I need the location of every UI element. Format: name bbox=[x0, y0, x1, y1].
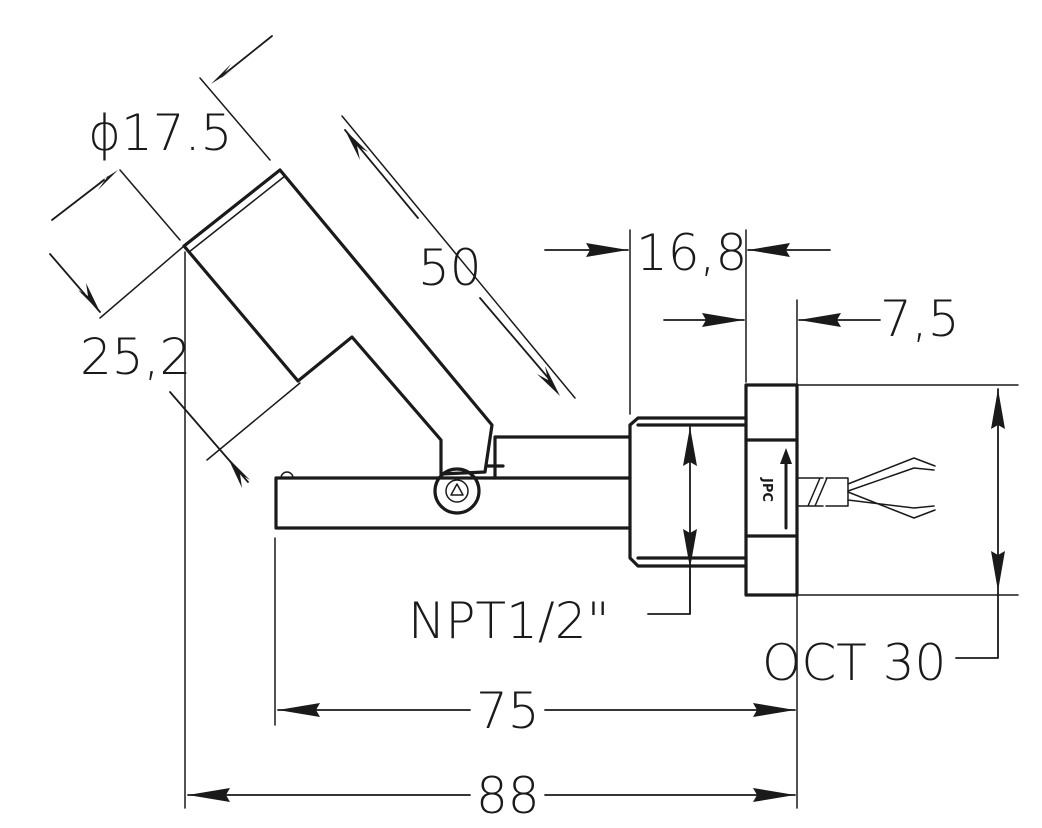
cable-wire-bottom bbox=[847, 491, 936, 519]
dim-diameter bbox=[51, 35, 273, 221]
pivot-marker bbox=[450, 483, 464, 496]
threaded-nut bbox=[628, 416, 748, 568]
dim-thread bbox=[647, 426, 691, 615]
label-hex: OCT 30 bbox=[762, 634, 946, 692]
cable bbox=[796, 477, 849, 507]
pivot-inner bbox=[445, 479, 469, 503]
float-end-cap bbox=[188, 175, 286, 253]
flow-arrow-head bbox=[780, 448, 792, 464]
label-rod-length: 75 bbox=[476, 682, 540, 740]
rod bbox=[274, 476, 632, 530]
brand-logo: JPC bbox=[759, 477, 774, 502]
dimension-lines bbox=[49, 35, 1019, 809]
dim-hex bbox=[955, 388, 999, 659]
label-float-length: 50 bbox=[418, 239, 482, 297]
guide-tube bbox=[486, 435, 632, 480]
label-diameter: ϕ17.5 bbox=[88, 104, 232, 162]
label-nut-width: 16,8 bbox=[636, 224, 747, 282]
label-head-width: 7,5 bbox=[880, 290, 960, 348]
label-offset: 25,2 bbox=[80, 328, 191, 386]
float bbox=[182, 168, 494, 476]
cable-wire-top bbox=[847, 457, 936, 492]
label-thread: NPT1/2" bbox=[408, 592, 610, 650]
float-switch-body: JPC bbox=[182, 168, 936, 597]
dimension-labels: ϕ17.5 50 25,2 16,8 7,5 NPT1/2" OCT 30 75… bbox=[80, 104, 960, 825]
label-overall-length: 88 bbox=[476, 767, 540, 825]
hex-head-window bbox=[744, 438, 799, 538]
rod-tip bbox=[280, 471, 294, 479]
pivot-outer bbox=[433, 467, 481, 515]
extension-lines bbox=[99, 77, 1019, 809]
